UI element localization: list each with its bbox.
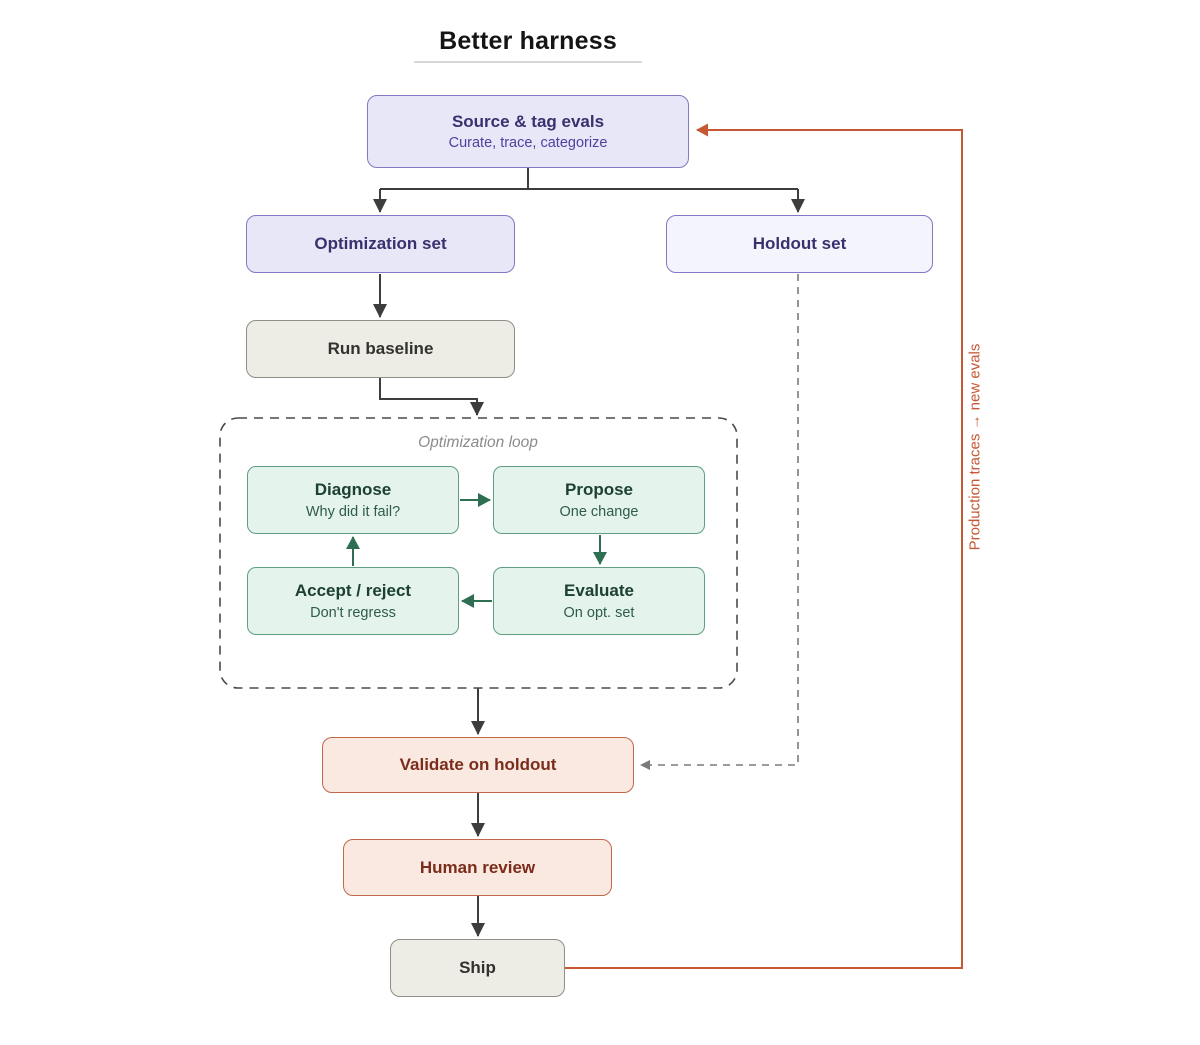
- node-title: Human review: [419, 857, 536, 877]
- node-title: Evaluate: [564, 581, 634, 601]
- node-title: Holdout set: [752, 234, 847, 254]
- node-accept-reject: Accept / reject Don't regress: [247, 567, 459, 635]
- node-optimization-set: Optimization set: [246, 215, 515, 273]
- node-ship: Ship: [390, 939, 565, 997]
- node-subtitle: On opt. set: [563, 604, 635, 621]
- title-underline: [414, 61, 642, 63]
- node-run-baseline: Run baseline: [246, 320, 515, 378]
- node-human-review: Human review: [343, 839, 612, 896]
- node-holdout-set: Holdout set: [666, 215, 933, 273]
- node-title: Source & tag evals: [451, 111, 605, 131]
- optimization-loop-label: Optimization loop: [418, 434, 538, 451]
- node-source-tag-evals: Source & tag evals Curate, trace, catego…: [367, 95, 689, 168]
- page-title: Better harness: [439, 27, 617, 55]
- node-propose: Propose One change: [493, 466, 705, 534]
- feedback-loop-label: Production traces → new evals: [966, 343, 984, 551]
- node-title: Optimization set: [314, 234, 447, 254]
- node-diagnose: Diagnose Why did it fail?: [247, 466, 459, 534]
- node-subtitle: One change: [559, 503, 639, 520]
- node-title: Diagnose: [314, 480, 392, 500]
- node-title: Ship: [459, 958, 496, 978]
- node-subtitle: Why did it fail?: [305, 503, 401, 520]
- node-evaluate: Evaluate On opt. set: [493, 567, 705, 635]
- node-subtitle: Curate, trace, categorize: [448, 135, 608, 152]
- node-title: Propose: [564, 480, 634, 500]
- node-title: Accept / reject: [294, 581, 412, 601]
- node-title: Validate on holdout: [399, 755, 557, 775]
- node-title: Run baseline: [327, 339, 434, 359]
- node-validate-on-holdout: Validate on holdout: [322, 737, 634, 793]
- node-subtitle: Don't regress: [310, 604, 396, 621]
